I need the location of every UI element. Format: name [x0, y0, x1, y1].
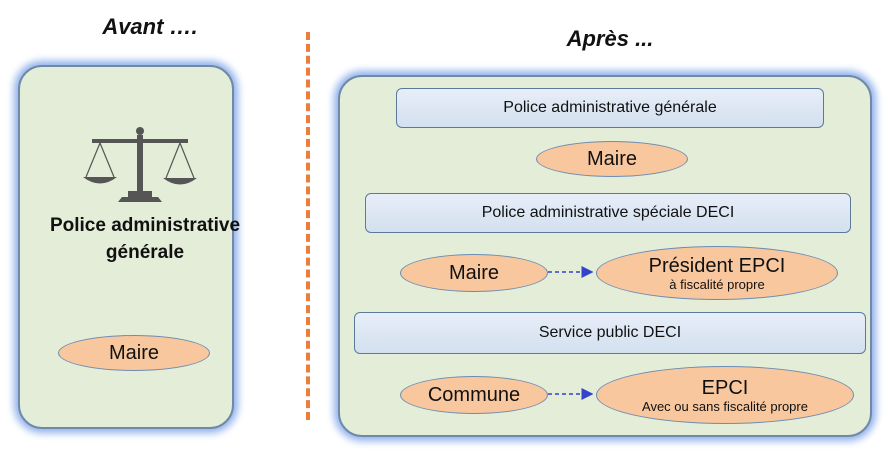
bar-police-generale-label: Police administrative générale [503, 99, 717, 116]
bar-police-speciale: Police administrative spéciale DECI [365, 193, 851, 233]
before-title: Police administrative générale [49, 215, 241, 263]
before-heading: Avant …. [102, 14, 198, 39]
epci-sub: Avec ou sans fiscalité propre [642, 398, 808, 414]
bar-service-public-label: Service public DECI [538, 324, 682, 341]
bar-service-public: Service public DECI [354, 312, 866, 354]
bar-police-generale: Police administrative générale [396, 88, 824, 128]
row2-maire-oval: Maire [400, 254, 548, 292]
before-maire-oval: Maire [58, 335, 210, 371]
president-epci-oval: Président EPCI à fiscalité propre [596, 246, 838, 300]
before-maire-label: Maire [108, 341, 159, 364]
president-epci-label: Président EPCI [648, 254, 786, 277]
commune-oval: Commune [400, 376, 548, 414]
epci-oval: EPCI Avec ou sans fiscalité propre [596, 366, 854, 424]
after-maire-label: Maire [586, 147, 637, 170]
commune-label: Commune [427, 383, 521, 406]
section-divider [306, 32, 310, 420]
after-maire-oval: Maire [536, 141, 688, 177]
president-epci-sub: à fiscalité propre [669, 276, 765, 292]
bar-police-speciale-label: Police administrative spéciale DECI [481, 204, 735, 221]
epci-label: EPCI [701, 376, 749, 399]
after-heading: Après ... [566, 26, 654, 51]
row2-maire-label: Maire [448, 261, 499, 284]
